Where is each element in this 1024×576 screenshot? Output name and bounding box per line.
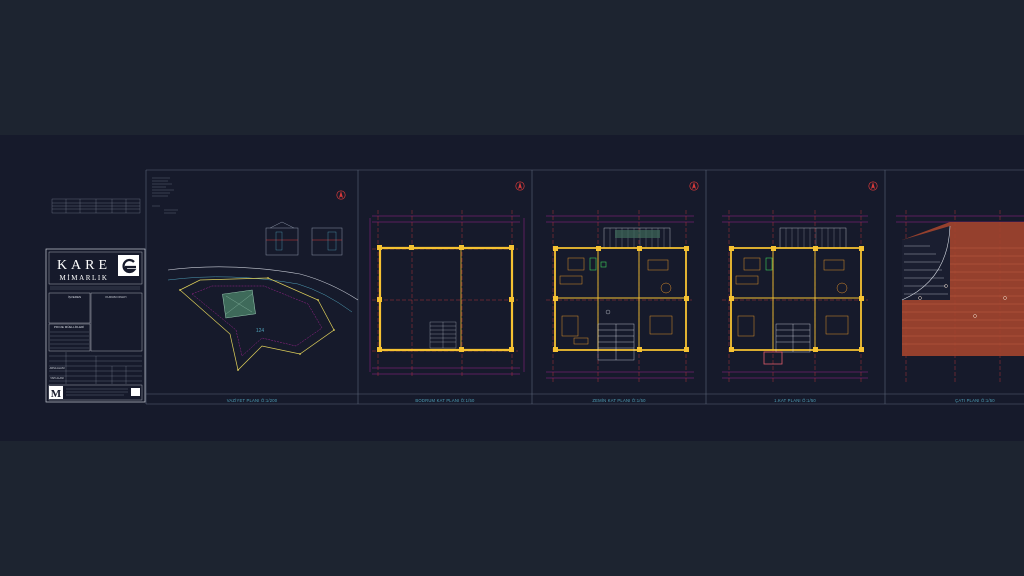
roof-plan: ÇATI PLANI Ö:1/50 [896,210,1024,403]
schedule-table [51,198,141,214]
building-area-header: YAPI ALANI [50,376,64,380]
furniture [735,257,849,337]
north-arrow-icon [868,181,878,191]
client-header: İŞVEREN [68,294,81,299]
basement-plan: BODRUM KAT PLANI Ö:1/50 [369,181,525,403]
drawing-sheet: KARE MİMARLIK İŞVEREN KURUM ONAYI PROJE … [45,169,1024,405]
company-subtitle: MİMARLIK [60,274,109,282]
furniture [559,257,673,345]
first-floor-plan: 1.KAT PLANI Ö:1/50 [722,181,878,403]
company-name: KARE [57,258,111,273]
site-plan: 124 [152,177,359,371]
plan-caption: BODRUM KAT PLANI Ö:1/50 [415,398,475,403]
title-block: KARE MİMARLIK İŞVEREN KURUM ONAYI PROJE … [45,248,146,403]
ground-floor-plan: ZEMİN KAT PLANI Ö:1/50 [546,181,699,403]
cad-drawing-canvas[interactable]: KARE MİMARLIK İŞVEREN KURUM ONAYI PROJE … [0,135,1024,441]
firm-monogram-icon: M [51,388,62,400]
designers-header: PROJE MÜELLİFLERİ [54,324,84,329]
north-arrow-icon [689,181,699,191]
plan-caption: 1.KAT PLANI Ö:1/50 [774,398,816,403]
parcel-boundary [179,277,335,371]
sheet-frame [145,169,1024,405]
plan-caption: ZEMİN KAT PLANI Ö:1/50 [592,398,646,403]
north-arrow-icon [336,190,346,200]
approval-header: KURUM ONAYI [106,295,127,299]
plan-caption: VAZİYET PLANI Ö:1/200 [227,398,278,403]
north-arrow-icon [515,181,525,191]
plan-caption: ÇATI PLANI Ö:1/50 [955,398,995,403]
stair [429,321,457,349]
land-area-header: ARSA ALANI [50,366,65,370]
parcel-number: 124 [256,328,265,334]
